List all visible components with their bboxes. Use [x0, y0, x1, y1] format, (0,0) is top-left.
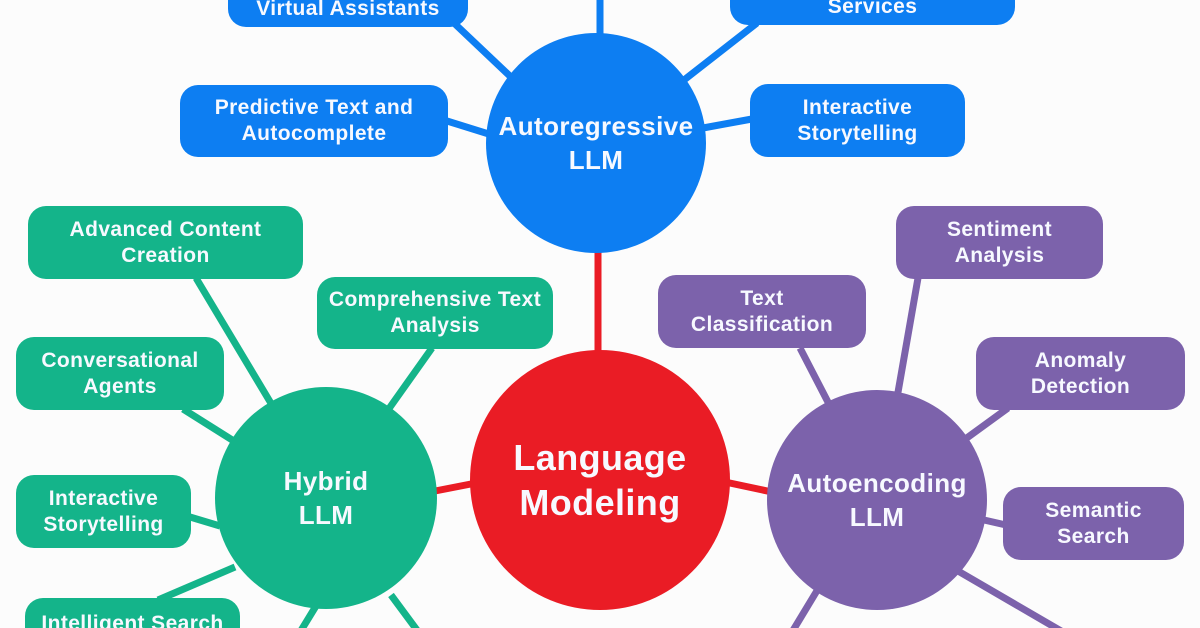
connector-comprehensive-text	[385, 345, 435, 413]
connector-interactive-storytelling-right	[702, 115, 753, 132]
leaf-virtual-assistants: Virtual Assistants	[228, 0, 468, 27]
node-autoencoding-llm: Autoencoding LLM	[767, 390, 987, 610]
leaf-conversational-agents: Conversational Agents	[16, 337, 224, 410]
leaf-intelligent-search: Intelligent Search	[25, 598, 240, 628]
node-language-modeling: Language Modeling	[470, 350, 730, 610]
leaf-text-classification: Text Classification	[658, 275, 866, 348]
leaf-interactive-storytelling-blue: Interactive Storytelling	[750, 84, 965, 157]
node-hybrid-llm: Hybrid LLM	[215, 387, 437, 609]
connector-center-autoencoding	[724, 478, 773, 496]
node-autoregressive-llm-label: Autoregressive LLM	[498, 111, 694, 175]
connector-hybrid-bottom-left	[298, 604, 319, 628]
connector-advanced-content	[192, 276, 276, 407]
leaf-interactive-storytelling-green: Interactive Storytelling	[16, 475, 191, 548]
connector-sentiment-analysis	[893, 277, 922, 399]
connector-interactive-storytelling-left	[188, 513, 222, 530]
connector-autoencoding-bottom-right	[956, 567, 1063, 628]
leaf-anomaly-detection: Anomaly Detection	[976, 337, 1185, 410]
connector-anomaly-detection	[961, 405, 1011, 443]
leaf-predictive-text-and-autocomplete: Predictive Text and Autocomplete	[180, 85, 448, 157]
connector-services	[681, 20, 760, 83]
connector-semantic-search	[983, 516, 1007, 529]
leaf-advanced-content-creation: Advanced Content Creation	[28, 206, 303, 279]
connector-autoencoding-bottom-left	[790, 587, 821, 628]
connector-predictive-text	[445, 117, 494, 139]
leaf-semantic-search: Semantic Search	[1003, 487, 1184, 560]
connector-intelligent-search	[156, 563, 237, 604]
connector-hybrid-bottom-right	[388, 592, 420, 628]
node-autoencoding-llm-label: Autoencoding LLM	[787, 468, 967, 532]
node-language-modeling-label: Language Modeling	[513, 437, 687, 523]
connector-center-hybrid	[429, 479, 477, 496]
connector-conversational-agents	[181, 406, 239, 446]
leaf-services: Services	[730, 0, 1015, 25]
node-hybrid-llm-label: Hybrid LLM	[283, 466, 369, 530]
connector-virtual-assistants	[452, 21, 516, 82]
connector-text-classification	[796, 346, 834, 408]
node-autoregressive-llm: Autoregressive LLM	[486, 33, 706, 253]
leaf-sentiment-analysis: Sentiment Analysis	[896, 206, 1103, 279]
leaf-comprehensive-text-analysis: Comprehensive Text Analysis	[317, 277, 553, 349]
